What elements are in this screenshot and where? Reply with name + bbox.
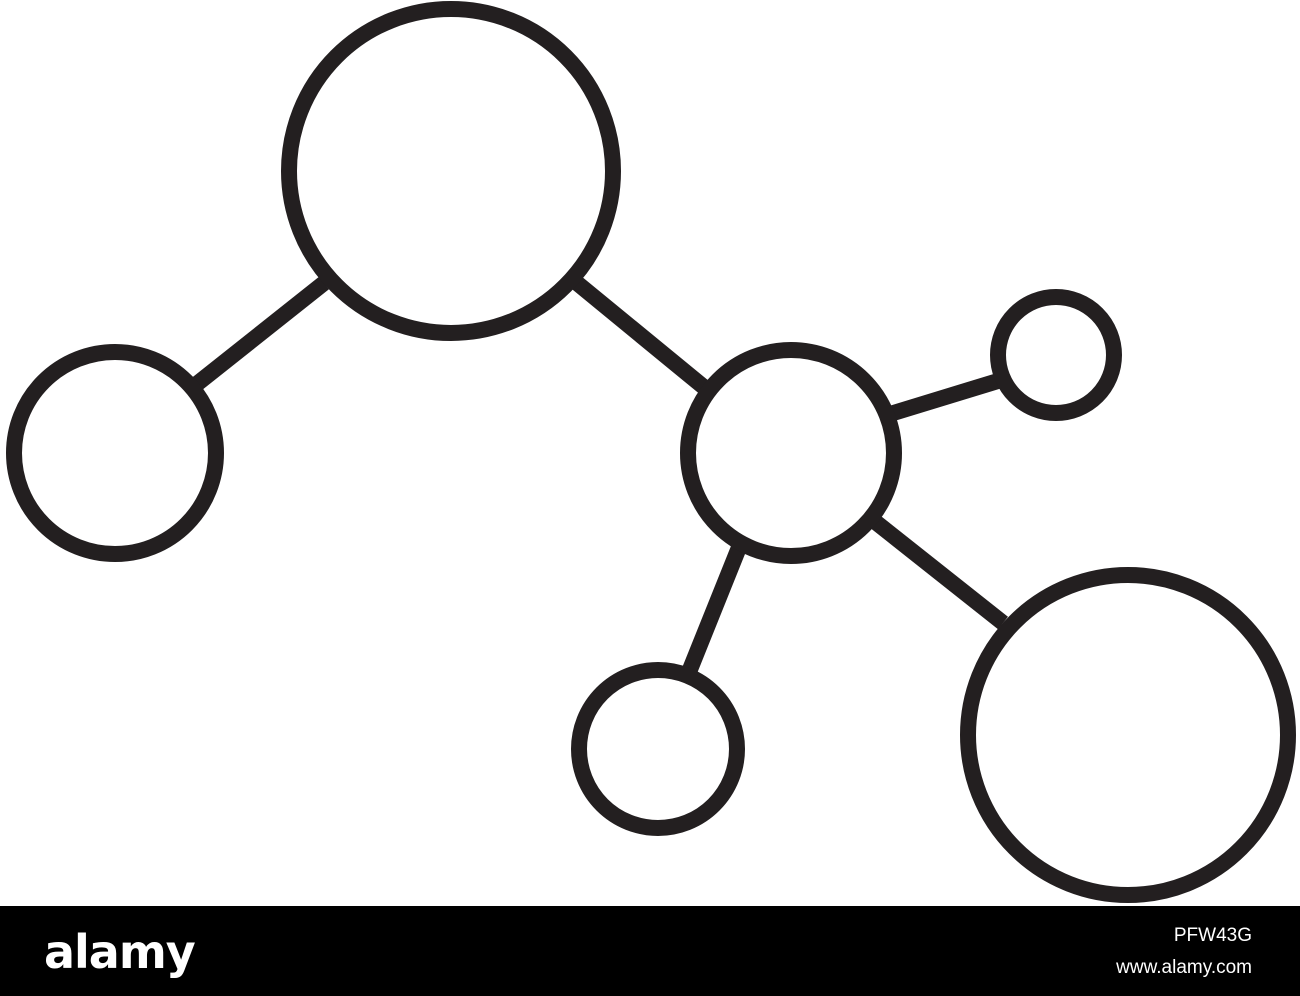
edge-top-center bbox=[571, 276, 717, 400]
node-bottom-right bbox=[960, 567, 1296, 903]
node-center bbox=[680, 342, 902, 564]
network-diagram bbox=[6, 1, 1296, 903]
edge-center-bottom-right bbox=[868, 513, 1008, 630]
edge-top-left bbox=[188, 276, 329, 394]
source-url: www.alamy.com bbox=[1116, 957, 1252, 978]
node-upper-right bbox=[990, 289, 1122, 421]
edge-center-upper-right bbox=[887, 373, 1001, 422]
network-svg bbox=[6, 1, 1296, 903]
edge-center-bottom bbox=[679, 542, 748, 680]
node-bottom bbox=[571, 662, 745, 836]
image-id: PFW43G bbox=[1173, 925, 1252, 946]
watermark-footer: alamy PFW43G www.alamy.com bbox=[0, 906, 1300, 996]
node-top bbox=[281, 1, 621, 341]
brand-logo: alamy bbox=[44, 925, 196, 979]
node-left bbox=[6, 344, 224, 562]
